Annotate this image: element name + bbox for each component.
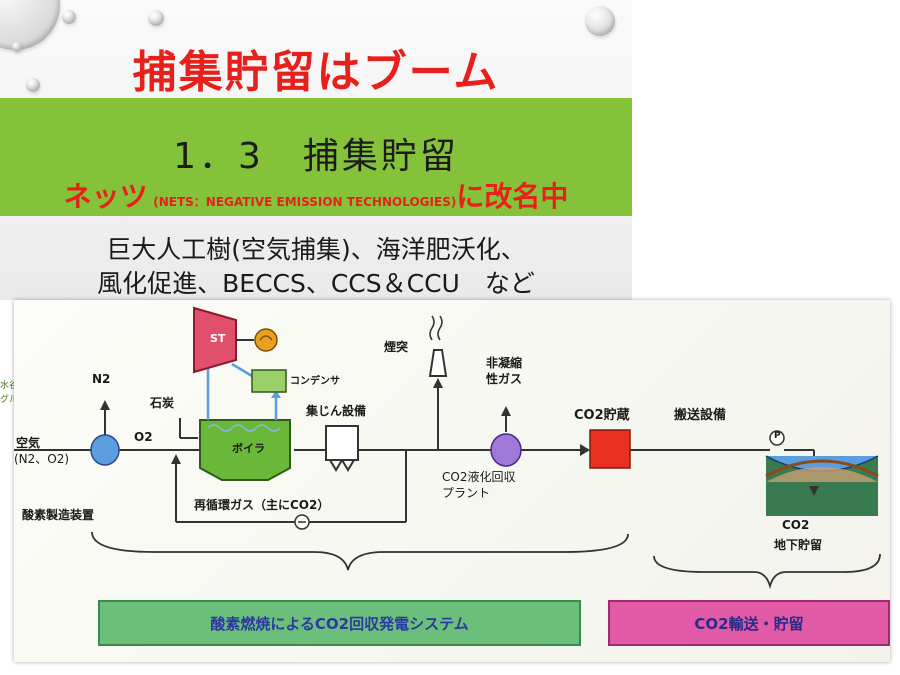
nets-line: ネッツ (NETS：NEGATIVE EMISSION TECHNOLOGIES… [10, 175, 622, 215]
co2-storage-label: CO2貯蔵 [574, 408, 630, 423]
water-drop-decoration [12, 42, 22, 52]
dust-collector-icon [325, 425, 359, 461]
nets-particle: に [456, 180, 485, 213]
nets-word: ネッツ [63, 180, 148, 213]
noncondensable-label-1: 非凝縮 [486, 356, 523, 370]
liquefaction-label-1: CO2液化回収 [442, 470, 516, 484]
left-brace [91, 531, 629, 571]
condenser-label: コンデンサ [290, 376, 340, 387]
section-heading: 1．3 捕集貯留 [173, 136, 459, 177]
co2-storage-icon [589, 429, 631, 469]
boiler-icon [199, 419, 291, 481]
right-brace [653, 553, 881, 590]
water-drop-decoration [62, 10, 76, 24]
examples-line-2: 風化促進、BECCS、CCS＆CCU など [97, 269, 535, 298]
recirculation-label: 再循環ガス（主にCO2） [194, 498, 330, 512]
chimney-icon [428, 349, 448, 377]
stray-text: グル [0, 395, 19, 405]
noncondensable-label-2: 性ガス [486, 372, 523, 386]
air-label-1: 空気 [16, 436, 41, 450]
slide-title: 捕集貯留はブーム [132, 47, 500, 98]
lower-slide: N2 石炭 ST コンデンサ 煙突 集じん設備 非凝縮 性ガス CO2貯蔵 搬送… [14, 300, 890, 662]
air-label-2: (N2、O2) [14, 452, 70, 466]
chimney-label: 煙突 [384, 340, 409, 354]
oxyfuel-system-box: 酸素燃焼によるCO2回収発電システム [98, 600, 581, 646]
steam-turbine-icon [193, 306, 237, 374]
transport-label: 搬送設備 [674, 408, 727, 423]
limestone-label: 石炭 [150, 396, 175, 410]
underground-label-1: CO2 [782, 518, 810, 532]
water-drop-decoration [26, 78, 40, 92]
nets-renaming: 改名中 [484, 180, 569, 213]
examples-line-1: 巨大人工樹(空気捕集)、海洋肥沃化、 [106, 235, 526, 264]
green-band [0, 98, 632, 216]
stray-text: 水谷 [0, 381, 19, 391]
transport-storage-box: CO2輸送・貯留 [608, 600, 890, 646]
water-drop-decoration [585, 6, 615, 36]
generator-icon [254, 328, 278, 352]
water-drop-decoration [148, 10, 164, 26]
process-diagram [14, 306, 881, 590]
liquefaction-plant-icon [490, 433, 522, 467]
oxygen-plant-label: 酸素製造装置 [22, 508, 95, 522]
upper-slide: 捕集貯留はブーム 1．3 捕集貯留 ネッツ (NETS：NEGATIVE EMI… [0, 0, 632, 300]
oxygen-plant-icon [90, 434, 120, 466]
liquefaction-label-2: プラント [442, 486, 491, 500]
condenser-icon [251, 369, 287, 393]
dust-label: 集じん設備 [306, 404, 367, 418]
nets-abbreviation: (NETS：NEGATIVE EMISSION TECHNOLOGIES) [153, 195, 457, 209]
pump-label: P [774, 431, 781, 441]
turbine-label: ST [210, 332, 226, 345]
o2-label: O2 [134, 430, 153, 444]
pump-icon [769, 430, 785, 446]
boiler-label: ボイラ [232, 442, 265, 455]
underground-label-2: 地下貯留 [774, 538, 823, 552]
n2-label: N2 [92, 372, 111, 386]
